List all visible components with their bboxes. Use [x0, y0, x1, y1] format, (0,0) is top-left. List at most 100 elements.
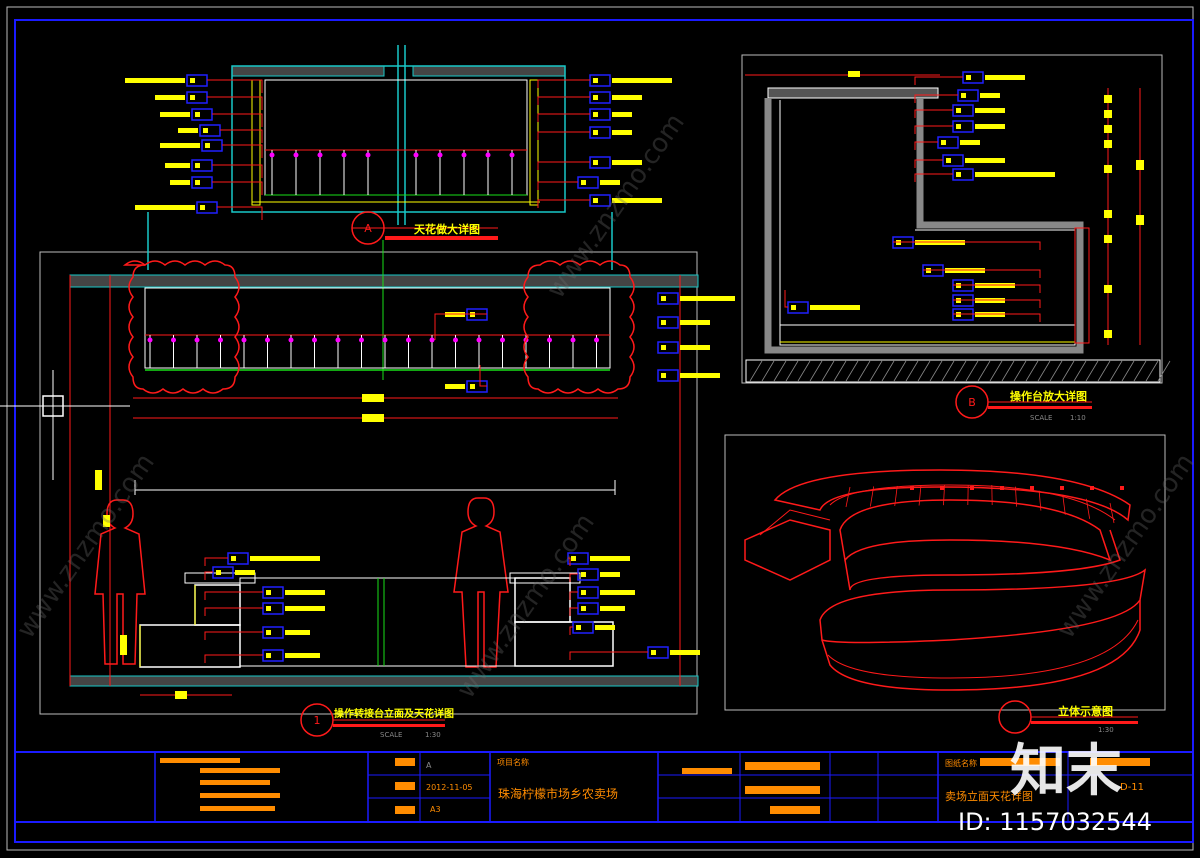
annotation-box-fill	[966, 75, 971, 80]
leader-line	[914, 159, 943, 168]
annotation-box-fill	[571, 556, 576, 561]
leader-line	[207, 79, 263, 93]
annotation-box-fill	[956, 124, 961, 129]
annotation-box-fill	[593, 160, 598, 165]
leader-line	[212, 181, 263, 195]
light-fixture	[293, 152, 299, 158]
annotation-bar	[980, 93, 1000, 98]
light-fixture	[406, 337, 411, 343]
light-fixture	[509, 152, 515, 158]
view-3d-title: 立体示意图	[1058, 704, 1113, 718]
revision-cloud-right	[523, 260, 635, 394]
detail-1-scale-value: 1:30	[425, 731, 441, 739]
title-block	[14, 751, 1194, 823]
detail-a-title: 天花做大详图	[414, 222, 480, 236]
panel-rib	[943, 485, 945, 506]
detail-1-drawing	[0, 212, 735, 737]
light-fixture	[476, 337, 482, 343]
panel-mark	[1000, 486, 1004, 490]
annotation-box	[657, 369, 679, 382]
light-fixture	[594, 337, 599, 343]
detail-1-marker: 1	[314, 714, 321, 727]
leader-line	[204, 631, 263, 640]
leader-line	[537, 199, 590, 208]
panel-rib	[1062, 494, 1066, 515]
annotation-bar	[155, 95, 185, 100]
annotation-bar	[285, 630, 310, 635]
annotation-box-fill	[593, 95, 598, 100]
dimension-mark	[1104, 210, 1112, 218]
annotation-box	[657, 341, 679, 354]
annotation-bar	[680, 345, 710, 350]
detail-b-drawing	[741, 54, 1171, 419]
annotation-box-fill	[961, 93, 966, 98]
leader-line	[953, 299, 1041, 308]
leader-line	[220, 129, 263, 143]
light-fixture	[194, 337, 200, 343]
annotation-bar	[235, 570, 255, 575]
human-figure-left	[94, 499, 146, 665]
leader-line	[537, 131, 590, 140]
annotation-bar	[810, 305, 860, 310]
annotation-bar	[975, 172, 1055, 177]
annotation-box-fill	[195, 180, 200, 185]
annotation-box-fill	[203, 128, 208, 133]
panel-rib	[869, 486, 875, 507]
drawing-name-label: 图纸名称	[945, 758, 977, 768]
light-fixture	[312, 337, 317, 343]
detail-b-marker: B	[968, 396, 976, 409]
leader-line	[204, 654, 263, 663]
leader-line	[893, 241, 1041, 250]
annotation-bar	[160, 143, 200, 148]
annotation-bar	[600, 572, 620, 577]
annotation-box-fill	[190, 78, 195, 83]
light-fixture	[437, 152, 443, 158]
annotation-bar	[985, 75, 1025, 80]
inner-frame	[14, 19, 1194, 843]
light-fixture	[288, 337, 294, 343]
view-3d-scale-value: 1:30	[1098, 726, 1114, 734]
dimension-mark	[1136, 215, 1144, 225]
leader-line	[212, 164, 263, 178]
light-fixture	[382, 337, 388, 343]
annotation-box-fill	[266, 630, 271, 635]
dimension-mark	[1104, 330, 1112, 338]
dimension-mark	[1104, 110, 1112, 118]
annotation-box-fill	[266, 653, 271, 658]
watermark-id: ID: 1157032544	[958, 808, 1152, 836]
annotation-box-fill	[661, 345, 666, 350]
leader-line	[569, 607, 578, 616]
dimension-label	[120, 635, 127, 655]
panel-rib	[894, 485, 898, 506]
light-fixture	[570, 337, 576, 343]
detail-a-marker: A	[364, 222, 372, 235]
annotation-box-fill	[266, 590, 271, 595]
annotation-bar	[165, 163, 190, 168]
dimension-mark	[1104, 285, 1112, 293]
annotation-box-fill	[661, 373, 666, 378]
watermark-logo: 知末	[1010, 739, 1122, 804]
annotation-box-fill	[593, 198, 598, 203]
panel-rib	[1015, 486, 1017, 507]
light-fixture	[269, 152, 275, 158]
dimension-mark	[1104, 125, 1112, 133]
panel-mark	[940, 486, 944, 490]
annotation-bar	[125, 78, 185, 83]
scale-value: A3	[430, 805, 441, 814]
sheet-number: D-11	[1120, 782, 1144, 793]
annotation-box-fill	[190, 95, 195, 100]
panel-rib	[1085, 498, 1091, 519]
project-name: 珠海柠檬市场乡农卖场	[498, 786, 618, 801]
dimension-mark	[1104, 165, 1112, 173]
light-fixture	[461, 152, 467, 158]
light-fixture	[365, 152, 371, 158]
annotation-bar	[612, 160, 642, 165]
annotation-bar	[600, 590, 635, 595]
annotation-bar	[135, 205, 195, 210]
annotation-box-fill	[651, 650, 656, 655]
annotation-bar	[170, 180, 190, 185]
detail-b-scale-label: SCALE	[1030, 414, 1052, 422]
human-figure-right	[453, 497, 509, 668]
leader-line	[537, 113, 590, 122]
annotation-box	[657, 316, 679, 329]
